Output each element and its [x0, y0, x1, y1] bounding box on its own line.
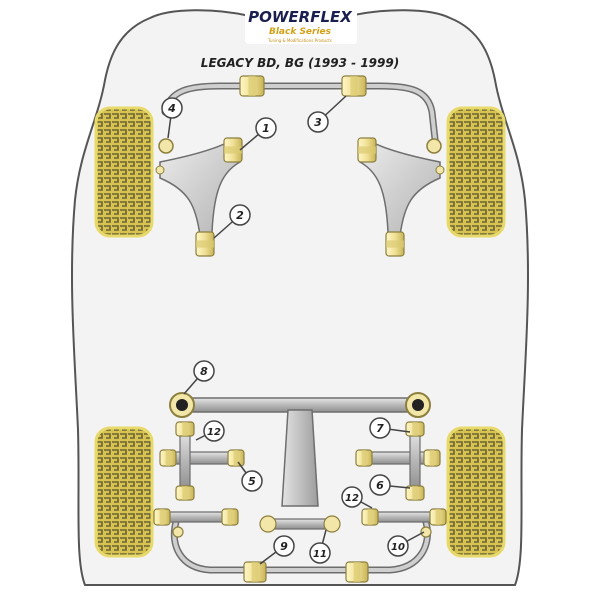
- front-left-tyre: [94, 106, 154, 238]
- front-right-lower-bush: [385, 231, 405, 257]
- front-left-lower-bush: [195, 231, 215, 257]
- callout-4: 4: [161, 97, 183, 119]
- rear-left-trailing-top-bush: [175, 421, 195, 437]
- callout-circle: [369, 417, 391, 439]
- right-crossmember-mount: [405, 392, 431, 418]
- rear-right-trailing-link: [409, 429, 421, 491]
- front-arb-left-bush: [239, 75, 265, 97]
- callout-number: 2: [236, 209, 244, 222]
- front-left-balljoint: [155, 165, 165, 175]
- front-left-upper-bush: [223, 137, 243, 163]
- rear-left-upper-link: [167, 451, 237, 465]
- rear-left-upper-outer-bush: [159, 449, 177, 467]
- rear-left-upper-inner-bush: [227, 449, 245, 467]
- callout-circle: [255, 117, 277, 139]
- callout-8: 8: [193, 360, 215, 382]
- front-right-tyre: [446, 106, 506, 238]
- rear-left-lower-inner-bush: [221, 508, 239, 526]
- callout-circle: [193, 360, 215, 382]
- callout-2: 2: [229, 204, 251, 226]
- callout-number: 6: [376, 479, 384, 492]
- callout-circle: [387, 535, 409, 557]
- callout-number: 11: [313, 549, 327, 560]
- callout-circle: [309, 542, 331, 564]
- callout-number: 4: [167, 102, 176, 115]
- callout-number: 8: [200, 365, 208, 378]
- rear-left-tyre: [94, 426, 154, 558]
- rear-left-trailing-bottom-bush: [175, 485, 195, 501]
- logo-brand: POWERFLEX: [248, 8, 353, 26]
- logo-tagline: Tuning & Modifications Products: [267, 38, 332, 43]
- rear-arb-left-bush: [243, 561, 267, 583]
- rear-right-lower-inner-bush: [361, 508, 379, 526]
- callout-circle: [369, 474, 391, 496]
- callout-circle: [229, 204, 251, 226]
- callout-number: 10: [391, 542, 405, 553]
- callout-number: 9: [280, 540, 288, 553]
- callout-circle: [241, 470, 263, 492]
- rear-right-trailing-bottom-bush: [405, 485, 425, 501]
- callout-1: 1: [255, 117, 277, 139]
- callout-number: 12: [345, 493, 359, 504]
- callout-13: 12: [341, 486, 363, 508]
- callout-6: 6: [369, 474, 391, 496]
- front-anti-roll-bar: [161, 82, 440, 152]
- callout-circle: [161, 97, 183, 119]
- callout-circle: [307, 111, 329, 133]
- front-arb-right-bush: [341, 75, 367, 97]
- rear-right-upper-link: [363, 451, 433, 465]
- logo-plate: [245, 6, 357, 44]
- rear-right-upper-inner-bush: [355, 449, 373, 467]
- rear-right-droplink-bush: [420, 526, 432, 538]
- front-left-droplink-bush: [158, 138, 174, 154]
- callout-7: 7: [369, 417, 391, 439]
- rear-left-droplink-bush: [172, 526, 184, 538]
- callout-circle: [203, 420, 225, 442]
- callout-number: 7: [376, 422, 384, 435]
- callout-12: 12: [203, 420, 225, 442]
- callout-circle: [341, 486, 363, 508]
- rear-anti-roll-bar: [170, 518, 431, 574]
- callout-number: 12: [207, 427, 221, 438]
- rear-right-trailing-top-bush: [405, 421, 425, 437]
- rear-right-upper-outer-bush: [423, 449, 441, 467]
- rear-right-lower-outer-bush: [429, 508, 447, 526]
- front-right-balljoint: [435, 165, 445, 175]
- logo-series: Black Series: [269, 27, 332, 37]
- front-right-droplink-bush: [426, 138, 442, 154]
- rear-arb-right-bush: [345, 561, 369, 583]
- rear-right-tyre: [446, 426, 506, 558]
- front-right-wishbone: [359, 138, 441, 237]
- callout-3: 3: [307, 111, 329, 133]
- powerflex-logo: POWERFLEX Black Series Tuning & Modifica…: [245, 6, 357, 44]
- rear-crossmember: [179, 397, 421, 507]
- left-crossmember-mount: [169, 392, 195, 418]
- callout-number: 5: [248, 475, 256, 488]
- callout-10: 10: [387, 535, 409, 557]
- callout-circle: [273, 535, 295, 557]
- rear-left-trailing-link: [179, 429, 191, 491]
- callout-5: 5: [241, 470, 263, 492]
- rear-left-lower-outer-bush: [153, 508, 171, 526]
- callout-number: 3: [314, 116, 322, 129]
- bush-group: [153, 75, 447, 583]
- callout-number: 1: [262, 122, 270, 135]
- front-right-upper-bush: [357, 137, 377, 163]
- callout-11: 11: [309, 542, 331, 564]
- centre-link: [259, 515, 341, 533]
- diagram-title: LEGACY BD, BG (1993 - 1999): [201, 56, 399, 70]
- front-left-wishbone: [159, 138, 241, 237]
- callout-9: 9: [273, 535, 295, 557]
